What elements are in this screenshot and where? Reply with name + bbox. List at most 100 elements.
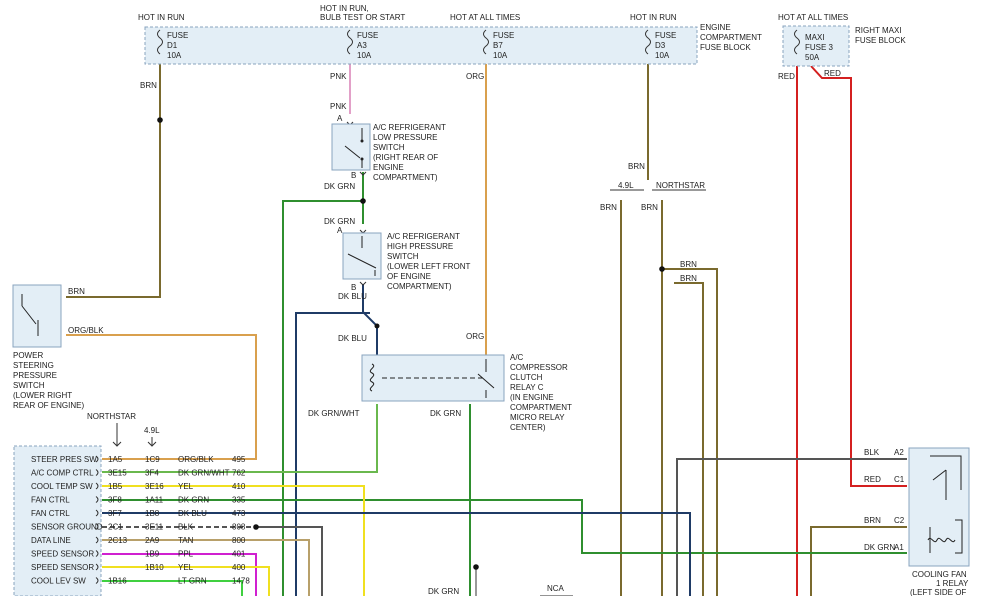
pcm-pin-label: FAN CTRL (31, 509, 70, 518)
split-left-wire: BRN (600, 203, 617, 212)
pcm-circuit-number: 400 (232, 563, 246, 572)
maxi-line-3: 50A (805, 53, 820, 62)
pcm-circuit-number: 800 (232, 536, 246, 545)
svg-text:COMPRESSOR: COMPRESSOR (510, 363, 568, 372)
svg-text:ENGINE: ENGINE (373, 163, 404, 172)
svg-text:POWER: POWER (13, 351, 43, 360)
low-switch-pin-a: A (337, 114, 343, 123)
pcm-circuit-number: 401 (232, 550, 246, 559)
pcm-pin-label: SENSOR GROUND (31, 523, 103, 532)
pin-symbol (95, 563, 99, 571)
low-switch-pin-b: B (351, 171, 356, 180)
wire-tan-data (102, 539, 310, 596)
switch-symbol (932, 469, 947, 500)
fuse-d1: HOT IN RUN FUSE D1 10A (138, 13, 188, 60)
pcm-pin-label: FAN CTRL (31, 496, 70, 505)
split-right-wire: BRN (641, 203, 658, 212)
wire-label-a3-pnk: PNK (330, 72, 347, 81)
fan-pin-id: C1 (894, 475, 905, 484)
fuse-b7: HOT AT ALL TIMES FUSE B7 10A (450, 13, 520, 60)
pcm-pin-49: 3E16 (145, 482, 164, 491)
pin-symbol (359, 171, 367, 176)
pin-symbol (95, 577, 99, 584)
fuse-d1-amps: 10A (167, 51, 182, 60)
split-left: 4.9L (618, 181, 634, 190)
pcm-pin-49: 3E11 (145, 523, 164, 532)
pcm-wire-color: PPL (178, 550, 194, 559)
pcm-pin-49: 1A11 (145, 496, 164, 505)
compressor-relay-label: A/C COMPRESSOR CLUTCH RELAY C (IN ENGINE… (510, 353, 572, 432)
wire-label-red-right: RED (824, 69, 841, 78)
svg-text:CLUTCH: CLUTCH (510, 373, 543, 382)
svg-text:CENTER): CENTER) (510, 423, 546, 432)
pcm-pin-49: 1B10 (145, 563, 164, 572)
pcm-connector (13, 445, 102, 596)
pcm-pin-label: A/C COMP CTRL (31, 469, 94, 478)
wire-red-right (810, 65, 907, 487)
pcm-pin-49: 1B9 (145, 550, 160, 559)
fuse-d1-name: FUSE (167, 31, 188, 40)
ps-wire-top: BRN (68, 287, 85, 296)
pcm-wire-color: ORG/BLK (178, 455, 214, 464)
ps-switch-label: POWER STEERING PRESSURE SWITCH (LOWER RI… (13, 351, 84, 410)
wire-relay-grnwht (102, 404, 378, 473)
wire-fan-dkgrn (102, 499, 907, 554)
svg-text:(RIGHT REAR OF: (RIGHT REAR OF (373, 153, 438, 162)
wire-dkgrn-branch (282, 200, 363, 596)
fuse-a3-name: FUSE (357, 31, 378, 40)
fuse-d3: HOT IN RUN FUSE D3 10A (630, 13, 677, 60)
pcm-circuit-number: 808 (232, 523, 246, 532)
pin-symbol (95, 550, 99, 557)
maxi-fuse-block (782, 25, 850, 67)
maxi-label-2: FUSE BLOCK (855, 36, 906, 45)
splice-dot (360, 198, 366, 204)
engine-fuse-block-label-2: COMPARTMENT (700, 33, 762, 42)
splice-dot (659, 266, 665, 272)
pcm-circuit-number: 762 (232, 469, 246, 478)
high-switch-pin-b: B (351, 283, 356, 292)
pin-symbol (95, 455, 99, 463)
fuse-a3-power-1: HOT IN RUN, (320, 4, 369, 13)
fan-pin-wire: DK GRN (864, 543, 895, 552)
svg-text:PRESSURE: PRESSURE (13, 371, 57, 380)
relay-wire-in-left: DK BLU (338, 334, 367, 343)
pcm-pin-label: DATA LINE (31, 536, 71, 545)
low-pressure-switch (331, 123, 371, 171)
pcm-wire-color: TAN (178, 536, 194, 545)
engine-fuse-block (144, 26, 698, 65)
engine-fuse-block-label-1: ENGINE (700, 23, 731, 32)
svg-text:(LEFT SIDE OF: (LEFT SIDE OF (910, 588, 966, 596)
switch-symbol (344, 128, 363, 168)
ps-wire-bottom: ORG/BLK (68, 326, 104, 335)
fan-pin-wire: RED (864, 475, 881, 484)
pin-symbol (359, 281, 367, 286)
engine-fuse-block-label-3: FUSE BLOCK (700, 43, 751, 52)
pcm-wire-color: YEL (178, 482, 194, 491)
split-right: NORTHSTAR (656, 181, 705, 190)
svg-text:SWITCH: SWITCH (373, 143, 405, 152)
pcm-wire-color: YEL (178, 563, 194, 572)
svg-text:SWITCH: SWITCH (387, 252, 419, 261)
coil-symbol (369, 363, 375, 392)
svg-text:A/C REFRIGERANT: A/C REFRIGERANT (373, 123, 446, 132)
svg-text:(LOWER RIGHT: (LOWER RIGHT (13, 391, 72, 400)
cooling-fan-relay (908, 447, 970, 567)
wire-ppl-speed (102, 553, 257, 596)
wire-dkblu-branch (295, 312, 370, 596)
fan-pin-wire: BRN (864, 516, 881, 525)
wire-blk-ground-b (256, 526, 323, 596)
splice-dot (374, 323, 380, 329)
pcm-wire-color: DK BLU (178, 509, 207, 518)
high-switch-pin-a: A (337, 226, 343, 235)
pcm-pin-49: 2A9 (145, 536, 160, 545)
pcm-pin-northstar: 3E15 (108, 469, 127, 478)
splice-dot (253, 524, 259, 530)
